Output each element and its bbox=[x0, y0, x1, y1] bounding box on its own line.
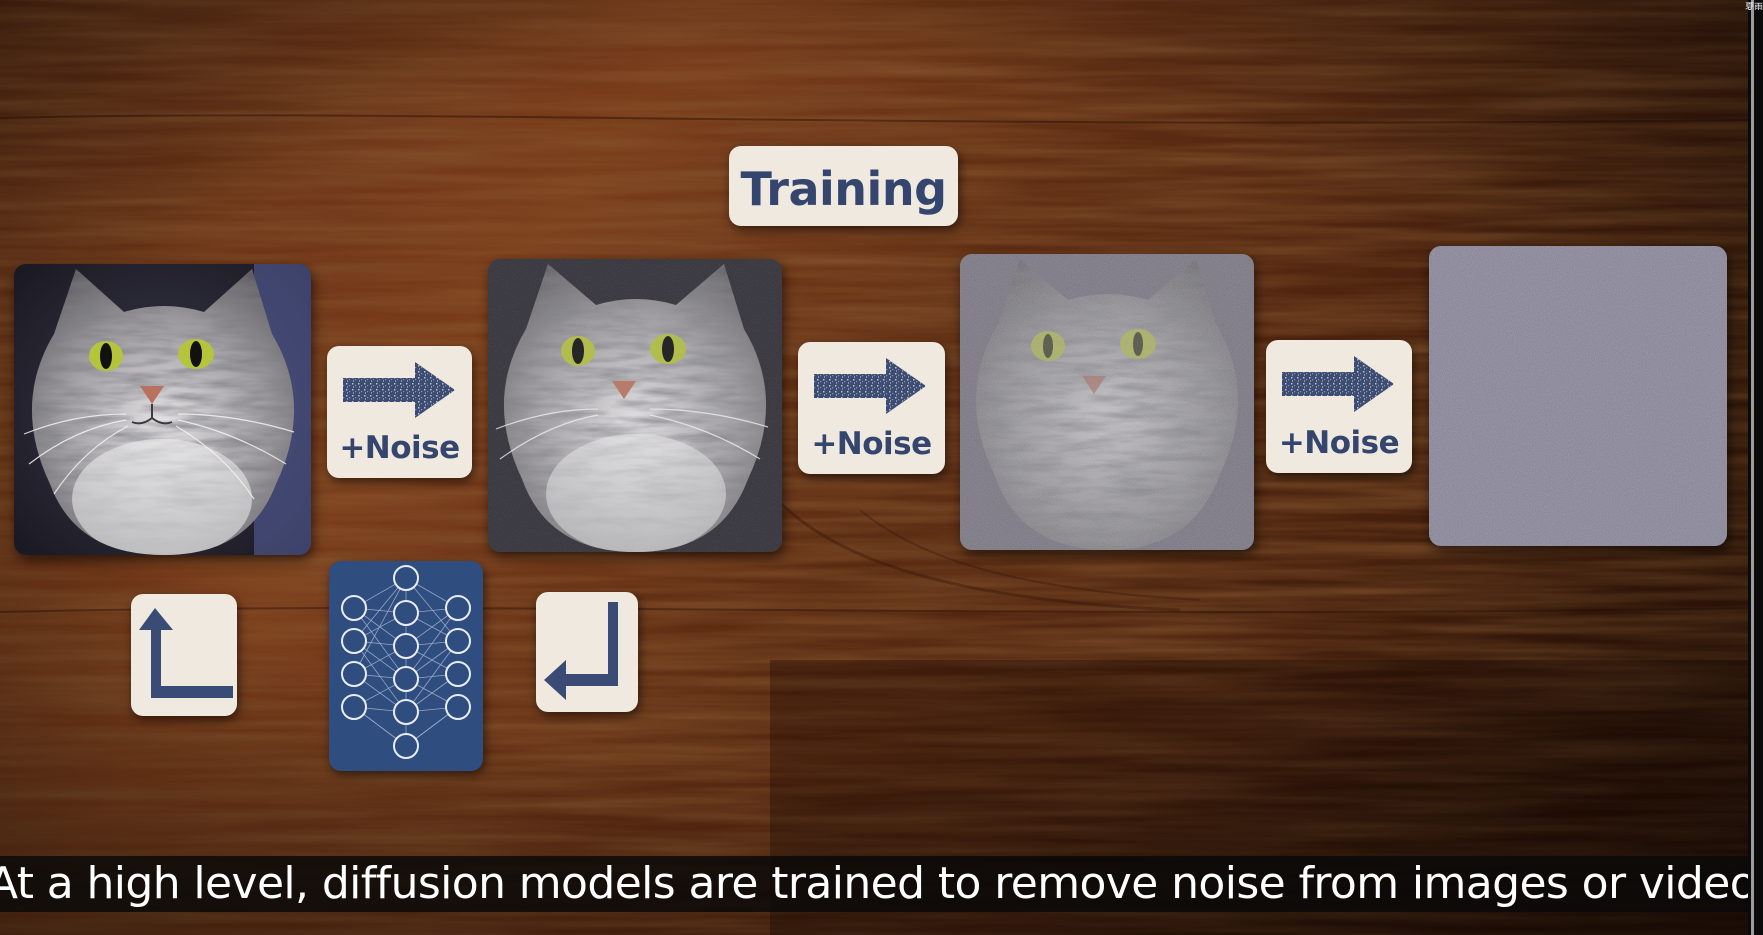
subtitle-text: At a high level, diffusion models are tr… bbox=[0, 858, 1750, 909]
return-down-left-arrow-card bbox=[536, 592, 638, 712]
add-noise-card-2: +Noise bbox=[798, 342, 945, 474]
noise-label-2: +Noise bbox=[811, 426, 932, 462]
arrow-right-icon bbox=[814, 358, 926, 414]
arrow-right-icon bbox=[1282, 356, 1394, 412]
corner-text: 夏雨 bbox=[1744, 3, 1763, 10]
add-noise-card-3: +Noise bbox=[1266, 340, 1412, 473]
return-up-arrow-card bbox=[131, 594, 237, 716]
noise-label-1: +Noise bbox=[339, 430, 460, 466]
training-label-card: Training bbox=[729, 146, 958, 226]
return-up-icon bbox=[139, 608, 233, 698]
noise-label-3: +Noise bbox=[1278, 425, 1400, 461]
return-down-left-icon bbox=[544, 602, 618, 700]
cat-photo bbox=[14, 264, 311, 555]
neural-network-icon bbox=[341, 565, 471, 759]
noise-texture bbox=[1429, 246, 1727, 546]
arrow-right-icon bbox=[343, 362, 455, 418]
right-edge-line bbox=[1751, 0, 1754, 935]
pure-noise-image bbox=[1429, 246, 1727, 546]
subtitle-caption: At a high level, diffusion models are tr… bbox=[0, 856, 1750, 912]
cat-photo bbox=[488, 259, 782, 552]
cat-photo-heavy-noise bbox=[960, 254, 1254, 550]
cat-photo-clean bbox=[14, 264, 311, 555]
cat-photo-light-noise bbox=[488, 259, 782, 552]
cat-photo bbox=[960, 254, 1254, 550]
neural-network-card bbox=[329, 561, 483, 771]
training-label: Training bbox=[740, 162, 947, 216]
add-noise-card-1: +Noise bbox=[327, 346, 472, 478]
